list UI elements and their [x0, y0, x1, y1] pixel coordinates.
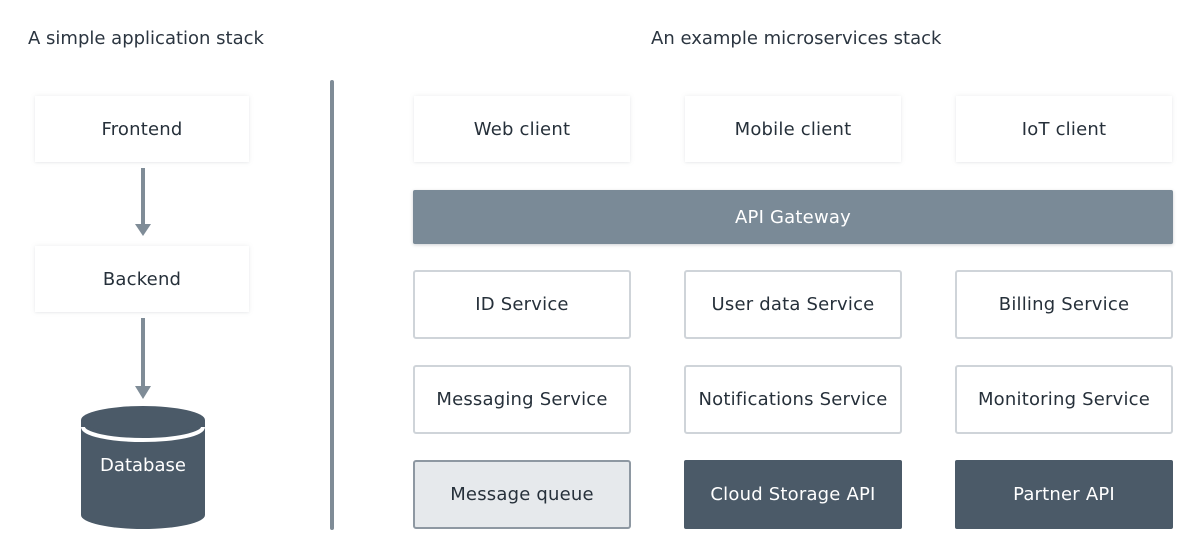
section-divider [330, 80, 334, 530]
monitoring-service-box: Monitoring Service [955, 365, 1173, 434]
cloud-storage-api-box: Cloud Storage API [684, 460, 902, 529]
api-gateway-bar: API Gateway [413, 190, 1173, 244]
arrow-backend-to-database [135, 318, 151, 399]
iot-client-box: IoT client [956, 96, 1172, 162]
id-service-box: ID Service [413, 270, 631, 339]
message-queue-box: Message queue [413, 460, 631, 529]
billing-service-box: Billing Service [955, 270, 1173, 339]
simple-stack-title: A simple application stack [28, 28, 264, 49]
arrow-frontend-to-backend [135, 168, 151, 236]
database-cylinder-icon [81, 406, 205, 529]
database-label: Database [100, 455, 186, 476]
frontend-box: Frontend [35, 96, 249, 162]
notifications-service-box: Notifications Service [684, 365, 902, 434]
user-data-service-box: User data Service [684, 270, 902, 339]
web-client-box: Web client [414, 96, 630, 162]
partner-api-box: Partner API [955, 460, 1173, 529]
mobile-client-box: Mobile client [685, 96, 901, 162]
backend-box: Backend [35, 246, 249, 312]
microservices-stack-title: An example microservices stack [651, 28, 942, 49]
messaging-service-box: Messaging Service [413, 365, 631, 434]
